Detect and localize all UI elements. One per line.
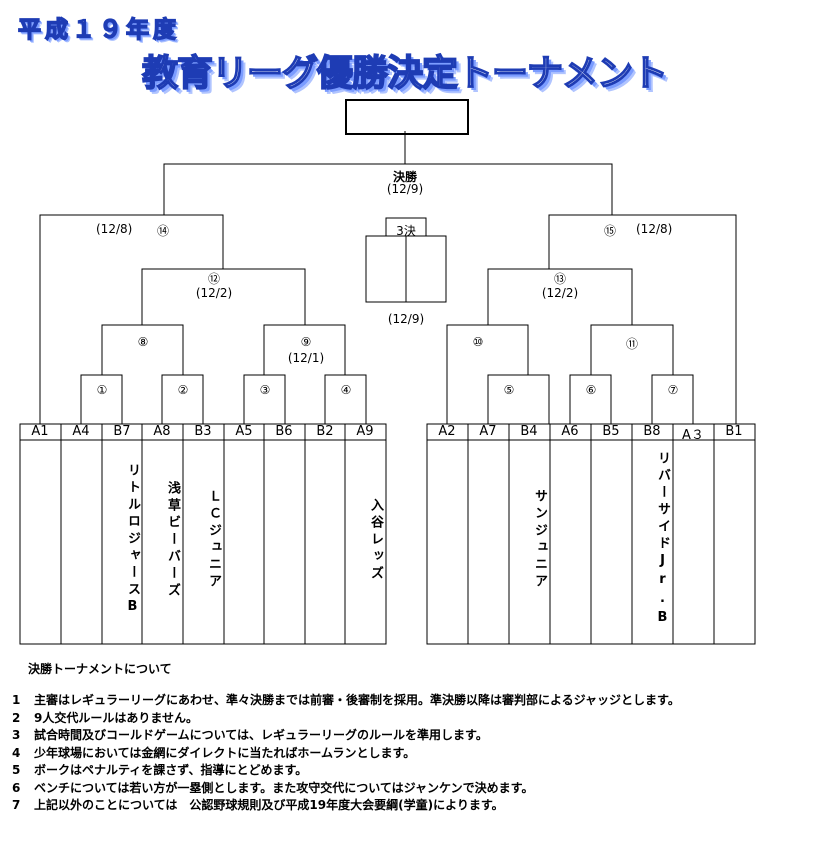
final-date: (12/9) — [386, 182, 424, 196]
team-name: 入谷レッズ — [368, 497, 383, 583]
seed-cell: B5 — [602, 424, 620, 439]
seed-cell: A5 — [235, 424, 253, 439]
game-15-date: (12/8) — [636, 222, 673, 236]
game-9-date: (12/1) — [287, 351, 325, 365]
team-name: リバーサイドJr.B — [655, 451, 670, 629]
year-heading: 平成１９年度 — [17, 16, 180, 43]
seed-cell: A2 — [438, 424, 456, 439]
team-name: ＬＣジュニア — [206, 489, 221, 591]
rules-heading: 決勝トーナメントについて — [28, 662, 172, 676]
game-11-number: ⑪ — [625, 337, 639, 351]
winner-box — [345, 99, 469, 135]
game-12-date: (12/2) — [195, 286, 233, 300]
game-5-number: ⑤ — [503, 383, 515, 397]
game-1-number: ① — [96, 383, 108, 397]
game-14-number: ⑭ — [157, 224, 170, 238]
game-12-number: ⑫ — [207, 272, 221, 286]
seed-cell: B1 — [725, 424, 743, 439]
seed-cell: A３ — [682, 428, 704, 443]
seed-cell: B4 — [520, 424, 538, 439]
seed-cell: B6 — [275, 424, 293, 439]
team-name: リトルロジャースB — [125, 462, 140, 618]
seed-cell: B7 — [113, 424, 131, 439]
third-place-date: (12/9) — [387, 312, 425, 326]
seed-cell: B3 — [194, 424, 212, 439]
team-name: サンジュニア — [532, 489, 547, 591]
game-4-number: ④ — [340, 383, 352, 397]
game-9-number: ⑨ — [300, 335, 312, 349]
seed-cell: A9 — [356, 424, 374, 439]
game-3-number: ③ — [259, 383, 271, 397]
final-label: 決勝 — [392, 170, 418, 184]
game-13-date: (12/2) — [541, 286, 579, 300]
seed-cell: B8 — [643, 424, 661, 439]
seed-cell: A6 — [561, 424, 579, 439]
game-8-number: ⑧ — [137, 335, 149, 349]
seed-cell: A8 — [153, 424, 171, 439]
game-6-number: ⑥ — [585, 383, 597, 397]
game-13-number: ⑬ — [553, 272, 567, 286]
seed-cell: A1 — [31, 424, 49, 439]
game-2-number: ② — [177, 383, 189, 397]
team-name: 浅草ビーバーズ — [165, 480, 180, 600]
tournament-bracket — [19, 131, 756, 645]
final-line — [163, 163, 613, 215]
page-title: 教育リーグ優勝決定トーナメント — [141, 52, 669, 95]
game-14-date: (12/8) — [96, 222, 133, 236]
third-place-label: 3決 — [396, 224, 416, 238]
game-7-number: ⑦ — [667, 383, 679, 397]
seed-cell: B2 — [316, 424, 334, 439]
seed-cell: A4 — [72, 424, 90, 439]
seed-cell: A7 — [479, 424, 497, 439]
game-10-number: ⑩ — [472, 335, 484, 349]
game-15-number: ⑮ — [604, 224, 617, 238]
